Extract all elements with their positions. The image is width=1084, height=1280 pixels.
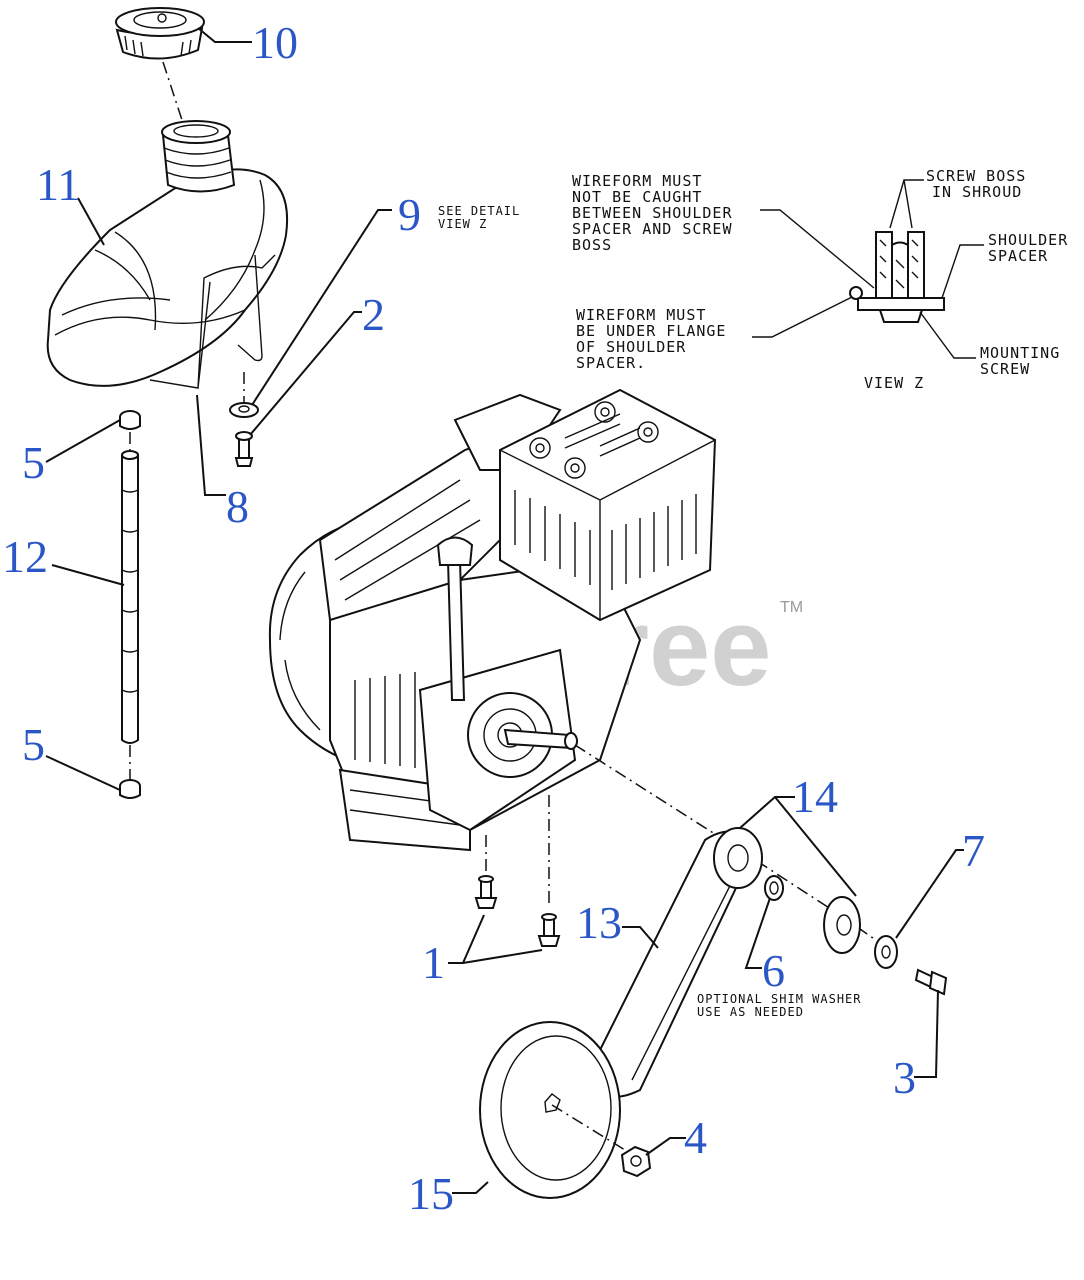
callout-8: 8 (226, 481, 249, 532)
leader-14 (739, 796, 857, 897)
detail-cross-section (849, 231, 945, 323)
flat-washer-part (874, 935, 898, 969)
fuel-line-part (121, 450, 139, 744)
screw-boss-line2: IN SHROUD (932, 183, 1022, 201)
leader-wireform-caught (760, 209, 875, 289)
watermark-trademark: TM (780, 599, 803, 616)
leader-shoulder-spacer (941, 244, 984, 299)
wireform-caught-line3: BETWEEN SHOULDER (572, 204, 733, 222)
callout-1: 1 (422, 937, 445, 988)
callout-7: 7 (962, 825, 985, 876)
fuel-tank-part (46, 120, 289, 387)
engine-bolt-part-left (474, 875, 498, 909)
view-z-label: VIEW Z (864, 374, 924, 392)
wireform-under-line2: BE UNDER FLANGE (576, 322, 726, 340)
callout-2: 2 (362, 289, 385, 340)
mounting-screw-line2: SCREW (980, 360, 1030, 378)
shoulder-spacer-line2: SPACER (988, 247, 1048, 265)
driven-pulley-part (479, 1021, 621, 1199)
see-detail-note-line1: SEE DETAIL (438, 204, 520, 218)
callout-4: 4 (684, 1112, 707, 1163)
wireform-under-line4: SPACER. (576, 354, 646, 372)
leader-wireform-under (752, 296, 853, 338)
wireform-caught-line1: WIREFORM MUST (572, 172, 702, 190)
hose-clamp-part-bottom (119, 779, 141, 799)
shim-note-line2: USE AS NEEDED (697, 1005, 804, 1019)
leader-screw-boss (889, 179, 924, 229)
callout-14: 14 (792, 771, 838, 822)
wireform-under-line1: WIREFORM MUST (576, 306, 706, 324)
shim-note-line1: OPTIONAL SHIM WASHER (697, 992, 862, 1006)
leader-8 (196, 394, 226, 496)
callout-10: 10 (252, 17, 298, 68)
leader-5-top (45, 419, 121, 463)
callout-5-bottom: 5 (22, 719, 45, 770)
callout-13: 13 (576, 897, 622, 948)
leader-3 (914, 989, 939, 1078)
screw-boss-line1: SCREW BOSS (926, 167, 1026, 185)
leader-1 (448, 914, 543, 964)
flange-nut-part (620, 1145, 652, 1178)
fuel-cap-part (115, 7, 205, 60)
leader-2 (249, 311, 362, 436)
large-washer-part (823, 896, 861, 954)
shoulder-spacer-part (229, 402, 259, 418)
hose-clamp-part-top (119, 410, 141, 430)
callout-9: 9 (398, 189, 421, 240)
callout-15: 15 (408, 1168, 454, 1219)
cap-alignment-line (162, 61, 183, 121)
shim-washer-part (764, 875, 784, 901)
callout-3: 3 (893, 1052, 916, 1103)
leader-4 (645, 1137, 686, 1156)
drive-pulley-part (713, 827, 763, 889)
mounting-screw-part (234, 431, 254, 467)
callout-12: 12 (2, 531, 48, 582)
crankshaft-axis-line (574, 744, 891, 951)
engine-bolt-part-right (537, 913, 561, 947)
wireform-part (149, 254, 276, 389)
wireform-caught-line2: NOT BE CAUGHT (572, 188, 702, 206)
leader-13 (622, 926, 659, 949)
pulley-axis-line (551, 1104, 626, 1151)
wireform-caught-line5: BOSS (572, 236, 612, 254)
leader-6 (744, 897, 771, 969)
callout-6: 6 (762, 945, 785, 996)
detail-view-z: WIREFORM MUST NOT BE CAUGHT BETWEEN SHOU… (572, 167, 1068, 392)
wireform-section-circle (849, 286, 863, 300)
callout-5-top: 5 (22, 437, 45, 488)
engine-assembly (268, 388, 717, 852)
wireform-under-line3: OF SHOULDER (576, 338, 686, 356)
leader-9 (251, 209, 392, 406)
leader-5-bottom (45, 755, 121, 791)
leader-12 (51, 564, 125, 586)
leader-10 (197, 27, 252, 43)
callout-11: 11 (36, 159, 80, 210)
leader-15 (452, 1181, 489, 1194)
mounting-screw-line1: MOUNTING (980, 344, 1060, 362)
shoulder-spacer-line1: SHOULDER (988, 231, 1068, 249)
see-detail-note-line2: VIEW Z (438, 217, 487, 231)
leader-7 (895, 849, 964, 939)
leader-11 (77, 197, 105, 246)
wireform-caught-line4: SPACER AND SCREW (572, 220, 733, 238)
pulley-bolt-part (914, 968, 948, 996)
leader-mounting-screw (919, 311, 976, 359)
